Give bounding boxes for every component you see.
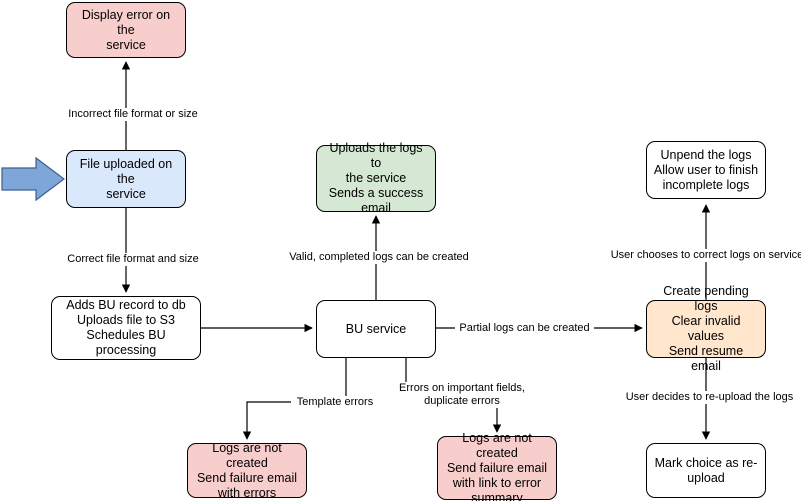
edge-label-important-field-errors: Errors on important fields, duplicate er… <box>392 382 532 408</box>
edge-label-user-reuploads-logs: User decides to re-upload the logs <box>618 391 801 404</box>
node-bu-service[interactable]: BU service <box>316 300 436 358</box>
entry-arrow <box>1 156 65 202</box>
node-mark-choice-reupload[interactable]: Mark choice as re- upload <box>646 443 766 498</box>
edge-label-partial-logs: Partial logs can be created <box>455 322 594 335</box>
node-display-error[interactable]: Display error on the service <box>66 2 186 58</box>
edge-label-correct-format: Correct file format and size <box>60 253 206 266</box>
node-logs-not-created-fields[interactable]: Logs are not created Send failure email … <box>437 431 557 501</box>
node-adds-bu-record[interactable]: Adds BU record to db Uploads file to S3 … <box>51 296 201 360</box>
node-unpend-logs[interactable]: Unpend the logs Allow user to finish inc… <box>646 141 766 199</box>
node-file-uploaded[interactable]: File uploaded on the service <box>66 150 186 208</box>
node-create-pending-logs[interactable]: Create pending logs Clear invalid values… <box>646 284 766 373</box>
edge-label-user-corrects-logs: User chooses to correct logs on service <box>607 249 801 262</box>
edge-label-template-errors: Template errors <box>291 396 379 409</box>
edge-label-incorrect-format: Incorrect file format or size <box>60 108 206 121</box>
edge-label-valid-logs: Valid, completed logs can be created <box>285 251 473 264</box>
entry-arrow-shape <box>1 156 65 202</box>
node-uploads-logs[interactable]: Uploads the logs to the service Sends a … <box>316 141 436 215</box>
node-logs-not-created-template[interactable]: Logs are not created Send failure email … <box>187 441 307 500</box>
